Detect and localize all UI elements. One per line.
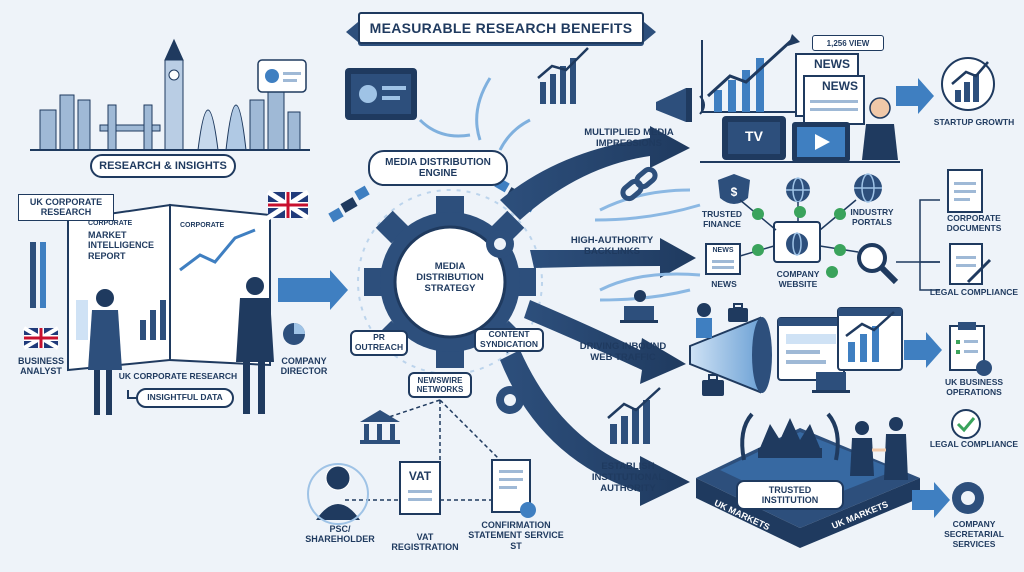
vat-document-label: VAT: [408, 469, 432, 483]
news-headline-1: NEWS: [814, 57, 850, 71]
tv-label: TV: [745, 128, 763, 144]
big-ben-icon: [164, 38, 184, 151]
london-skyline: [39, 38, 301, 151]
light-flows: [594, 188, 701, 302]
check-icons: [752, 206, 846, 278]
trend-chart-icon-2: [607, 387, 661, 444]
insightful-data-badge: INSIGHTFUL DATA: [136, 388, 234, 408]
tv-icon: [722, 116, 850, 162]
traffic-megaphone-icon: [689, 316, 772, 394]
report-title: MARKET INTELLIGENCE REPORT: [88, 230, 155, 261]
pie-chart-icon: [283, 323, 305, 345]
dashboard-monitor-icon: [345, 68, 417, 120]
confirmation-statement-label: CONFIRMATION STATEMENT SERVICE ST: [468, 520, 564, 551]
legal-document-icon: [949, 243, 992, 285]
operations-clipboard-icon: [949, 322, 992, 376]
corporate-documents-icon: [947, 169, 983, 213]
pr-outreach-label: PR OUTREACH: [350, 330, 408, 356]
briefcase-icon-2: [702, 374, 724, 396]
gear-icon: [357, 189, 543, 375]
legal-compliance-label-2: LEGAL COMPLIANCE: [929, 439, 1019, 449]
arrow-media-impressions: [500, 126, 690, 220]
pens-icon: [30, 242, 46, 308]
shareholder-figure: [307, 463, 369, 525]
small-chart-card: [257, 59, 307, 93]
news-card-label: NEWS: [712, 247, 734, 254]
news-headline-2: NEWS: [822, 79, 858, 93]
views-badge: 1,256 VIEW: [812, 35, 884, 51]
vat-registration-label: VAT REGISTRATION: [391, 532, 459, 553]
svg-text:$: $: [731, 185, 738, 199]
report-tag: CORPORATE: [88, 220, 133, 227]
backlinks-label: HIGH-AUTHORITY BACKLINKS: [570, 235, 654, 257]
link-icon: [620, 166, 658, 202]
uk-flag-small-icon: [22, 326, 60, 350]
authority-label: ESTABLISH INSTITUTIONAL AUTHORITY: [591, 461, 665, 494]
company-director-label: COMPANY DIRECTOR: [280, 356, 328, 377]
arrow-web-traffic: [524, 300, 686, 384]
business-analyst-figure: [88, 289, 122, 415]
confirmation-document-icon: [491, 459, 536, 518]
shield-icon: $: [718, 174, 750, 204]
arrow-to-secretarial: [912, 482, 950, 518]
bank-icon: [360, 410, 400, 444]
uk-flag-icon: [266, 189, 310, 221]
legal-compliance-2-icon: [951, 409, 981, 439]
crown-icon: [740, 412, 840, 461]
arrow-to-startup-growth: [896, 78, 934, 114]
globe-icon-industry: [854, 173, 882, 203]
news-card-icon: [705, 243, 741, 275]
research-insights-label: RESEARCH & INSIGHTS: [90, 154, 236, 178]
page-title: MEASURABLE RESEARCH BENEFITS: [346, 12, 656, 44]
psc-shareholder-label: PSC/ SHAREHOLDER: [305, 524, 375, 545]
web-traffic-label: DRIVING INBOUND WEB TRAFFIC: [579, 341, 667, 363]
growth-chart-top: [701, 34, 800, 113]
industry-portals-label: INDUSTRY PORTALS: [850, 207, 894, 227]
gear-strategy-label: MEDIA DISTRIBUTION STRATEGY: [416, 261, 484, 294]
legal-compliance-label-1: LEGAL COMPLIANCE: [929, 287, 1019, 297]
company-website-icon: [773, 221, 821, 263]
news-label: NEWS: [711, 279, 737, 289]
business-analyst-label: BUSINESS ANALYST: [17, 356, 64, 377]
startup-growth-icon: [941, 57, 995, 111]
company-secretarial-label: COMPANY SECRETARIAL SERVICES: [944, 519, 1004, 549]
satellite-icon: [328, 185, 370, 223]
globe-icon: [786, 177, 810, 203]
briefcase-icon: [728, 303, 748, 322]
startup-growth-label: STARTUP GROWTH: [933, 117, 1015, 127]
person-laptop-figure: [696, 303, 712, 338]
handshake-figures: [850, 417, 908, 480]
newspaper-icon: [795, 53, 865, 125]
arrow-left-to-engine: [278, 270, 348, 310]
secretarial-gear-icon: [952, 482, 984, 514]
magnifier-icon: [857, 243, 899, 285]
signal-swooshes: [418, 77, 531, 151]
trend-chart-icon: [537, 47, 589, 104]
company-website-label: COMPANY WEBSITE: [776, 269, 820, 289]
corporate-documents-label: CORPORATE DOCUMENTS: [946, 213, 1002, 233]
browser-window-icon: [777, 307, 903, 381]
document-icon: [399, 461, 441, 515]
flow-arrows: [500, 126, 696, 506]
arrow-to-operations: [904, 332, 942, 368]
uk-corporate-research-caption: UK CORPORATE RESEARCH: [118, 371, 238, 381]
surprised-person-figure: [862, 97, 898, 160]
laptop-icon: [620, 290, 658, 323]
trusted-finance-label: TRUSTED FINANCE: [701, 209, 743, 229]
content-syndication-label: CONTENT SYNDICATION: [474, 328, 544, 352]
uk-corporate-research-tag: UK CORPORATE RESEARCH: [18, 194, 114, 221]
engine-label: MEDIA DISTRIBUTION ENGINE: [368, 150, 508, 186]
report-page-tag: CORPORATE: [180, 222, 225, 229]
media-impressions-label: MULTIPLIED MEDIA IMPRESSIONS: [584, 127, 674, 149]
arrow-backlinks: [530, 238, 696, 278]
megaphone-icon: [656, 88, 705, 122]
arrow-authority: [500, 350, 690, 506]
company-director-figure: [236, 277, 274, 414]
uk-business-operations-label: UK BUSINESS OPERATIONS: [944, 377, 1004, 397]
small-gear-icon: [486, 230, 514, 258]
trusted-institution-label: TRUSTED INSTITUTION: [736, 480, 844, 510]
newswire-networks-label: NEWSWIRE NETWORKS: [408, 372, 472, 398]
laptop-icon-2: [812, 372, 850, 393]
